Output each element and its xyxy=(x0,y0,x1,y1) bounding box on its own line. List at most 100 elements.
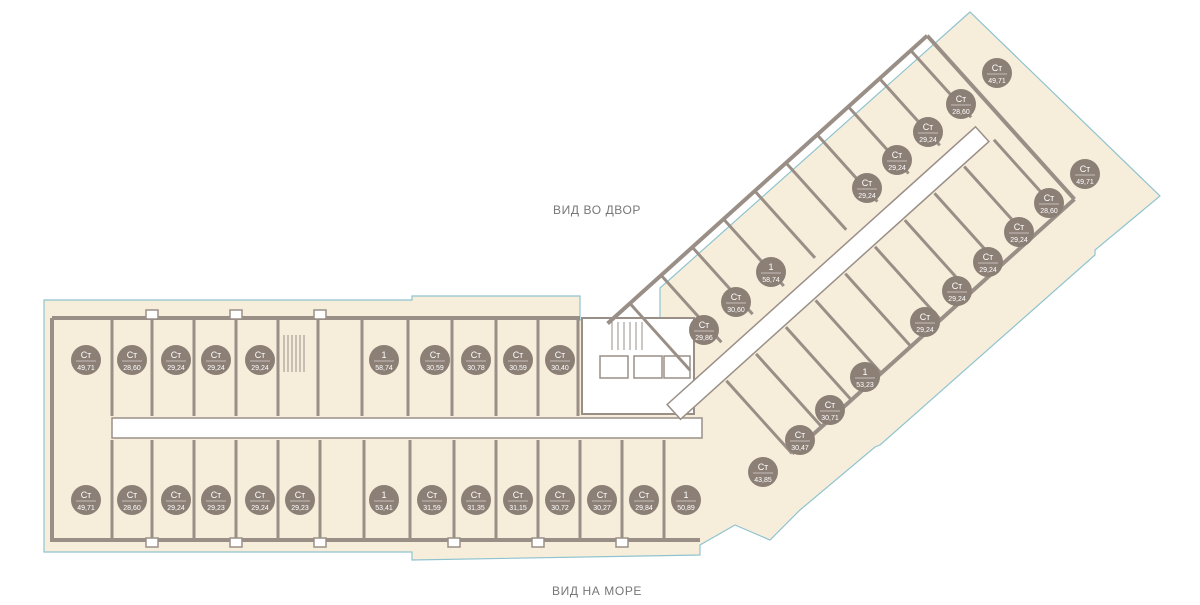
unit-area: 29,86 xyxy=(695,335,713,342)
unit-badge-circle xyxy=(461,345,491,375)
unit-badge: Ст 28,60 xyxy=(117,345,147,375)
unit-area: 29,84 xyxy=(635,505,653,512)
unit-area: 30,71 xyxy=(821,415,839,422)
unit-type: Ст xyxy=(513,350,524,360)
unit-badge-circle xyxy=(946,89,976,119)
unit-area: 29,24 xyxy=(948,296,966,303)
unit-badge-circle xyxy=(201,485,231,515)
unit-area: 29,24 xyxy=(251,365,269,372)
unit-area: 43,85 xyxy=(754,477,772,484)
unit-badge: 150,89 xyxy=(671,485,701,515)
unit-type: Ст xyxy=(923,122,934,132)
unit-badge-circle xyxy=(369,485,399,515)
unit-badge-circle xyxy=(815,395,845,425)
unit-type: Ст xyxy=(983,252,994,262)
unit-badge-circle xyxy=(913,117,943,147)
unit-area: 53,41 xyxy=(375,505,393,512)
unit-badge-circle xyxy=(245,485,275,515)
unit-badge-circle xyxy=(503,345,533,375)
unit-type: Ст xyxy=(992,63,1003,73)
unit-area: 31,15 xyxy=(509,505,527,512)
unit-type: Ст xyxy=(555,350,566,360)
window-notch xyxy=(229,309,243,320)
unit-badge: Ст 31,15 xyxy=(503,485,533,515)
unit-area: 29,23 xyxy=(291,505,309,512)
window-notch xyxy=(145,309,159,320)
unit-badge-circle xyxy=(910,307,940,337)
unit-type: Ст xyxy=(1080,164,1091,174)
window-notch xyxy=(447,537,461,548)
unit-type: Ст xyxy=(699,320,710,330)
unit-area: 50,89 xyxy=(677,505,695,512)
unit-badge-circle xyxy=(942,276,972,306)
unit-type: Ст xyxy=(892,150,903,160)
unit-area: 28,60 xyxy=(123,505,141,512)
partition-wall xyxy=(814,299,883,375)
unit-type: Ст xyxy=(171,350,182,360)
unit-badge: Ст 30,59 xyxy=(503,345,533,375)
elevator-shaft xyxy=(599,355,629,379)
unit-badge: Ст 29,24 xyxy=(161,345,191,375)
unit-area: 29,24 xyxy=(888,165,906,172)
unit-badge-circle xyxy=(71,485,101,515)
building-footprint xyxy=(43,11,1161,561)
partition-wall xyxy=(844,272,913,348)
unit-badge-circle xyxy=(852,173,882,203)
unit-type: Ст xyxy=(127,490,138,500)
unit-badge: 158,74 xyxy=(756,257,786,287)
unit-type: Ст xyxy=(513,490,524,500)
unit-area: 30,72 xyxy=(551,505,569,512)
unit-badge-circle xyxy=(201,345,231,375)
unit-area: 58,74 xyxy=(762,277,780,284)
unit-area: 30,27 xyxy=(593,505,611,512)
view-sea-label: ВИД НА МОРЕ xyxy=(552,584,643,598)
window-notch xyxy=(615,537,629,548)
unit-badge: Ст 49,71 xyxy=(982,58,1012,88)
unit-badge-circle xyxy=(285,485,315,515)
unit-type: Ст xyxy=(952,281,963,291)
corridor-layer xyxy=(111,125,990,439)
unit-badge-circle xyxy=(420,345,450,375)
unit-badge-circle xyxy=(369,345,399,375)
unit-badge-circle xyxy=(882,145,912,175)
outer-wall xyxy=(50,318,412,542)
unit-area: 28,60 xyxy=(123,365,141,372)
unit-badge-circle xyxy=(721,287,751,317)
unit-area: 30,60 xyxy=(727,307,745,314)
unit-badge-circle xyxy=(117,345,147,375)
unit-area: 49,71 xyxy=(988,78,1006,85)
unit-type: Ст xyxy=(211,350,222,360)
unit-area: 29,24 xyxy=(167,505,185,512)
window-notch xyxy=(229,537,243,548)
unit-badge-circle xyxy=(982,58,1012,88)
unit-badge-circle xyxy=(545,485,575,515)
unit-badge-circle xyxy=(503,485,533,515)
unit-type: Ст xyxy=(127,350,138,360)
unit-badge: 158,74 xyxy=(369,345,399,375)
unit-type: Ст xyxy=(597,490,608,500)
partition-wall xyxy=(873,245,942,321)
unit-area: 30,59 xyxy=(509,365,527,372)
unit-type: Ст xyxy=(295,490,306,500)
window-notch xyxy=(145,537,159,548)
unit-type: 1 xyxy=(683,490,688,500)
unit-badge-circle xyxy=(1004,217,1034,247)
window-notch xyxy=(313,309,327,320)
unit-area: 29,24 xyxy=(167,365,185,372)
unit-badge: 153,23 xyxy=(850,362,880,392)
unit-badge: Ст 29,23 xyxy=(285,485,315,515)
